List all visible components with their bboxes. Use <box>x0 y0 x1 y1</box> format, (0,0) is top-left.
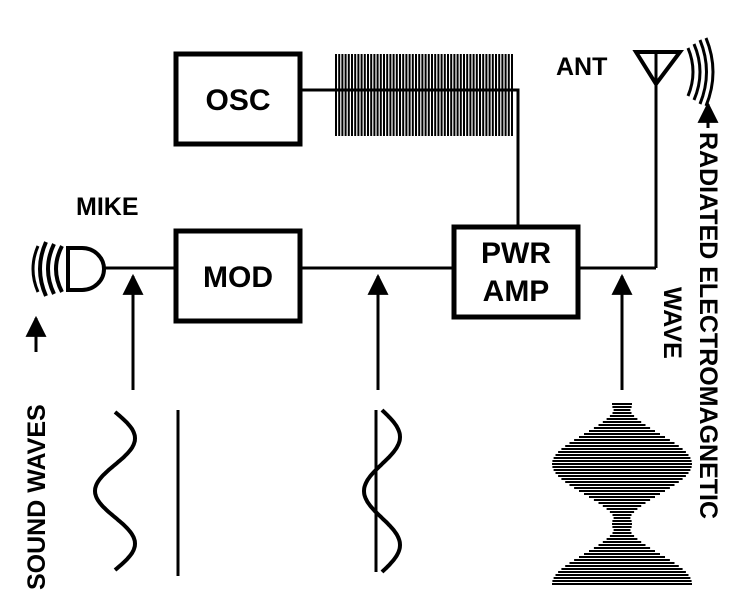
mod-block: MOD <box>173 228 303 324</box>
osc-label: OSC <box>205 84 270 117</box>
modulating-waveform <box>361 408 403 574</box>
carrier-burst <box>335 54 513 136</box>
mike-label: MIKE <box>76 193 139 221</box>
sound-waves-label-group: SOUND WAVES <box>23 315 51 590</box>
ant-label: ANT <box>556 53 607 81</box>
sound-waves-label: SOUND WAVES <box>23 404 51 590</box>
radiated-wave-label-group: RADIATED ELECTROMAGNETIC WAVE <box>658 101 722 519</box>
antenna-icon <box>632 50 684 88</box>
pwr-amp-label-line1: PWR <box>481 237 551 270</box>
mod-label: MOD <box>203 261 273 294</box>
radiated-wave-icon <box>686 37 715 107</box>
radiated-wave-label-line2: WAVE <box>658 287 686 359</box>
pwr-amp-label-line2: AMP <box>483 275 550 308</box>
am-modulated-waveform <box>552 403 692 585</box>
wire-osc-to-pwr-amp <box>300 88 520 227</box>
signal-wires <box>97 84 658 270</box>
pwr-amp-block: PWR AMP <box>451 224 581 320</box>
osc-block: OSC <box>173 51 303 147</box>
microphone-icon <box>31 241 106 297</box>
radiated-wave-label-line1: RADIATED ELECTROMAGNETIC <box>694 132 722 519</box>
probe-arrows <box>122 273 633 390</box>
audio-waveform <box>92 410 138 572</box>
